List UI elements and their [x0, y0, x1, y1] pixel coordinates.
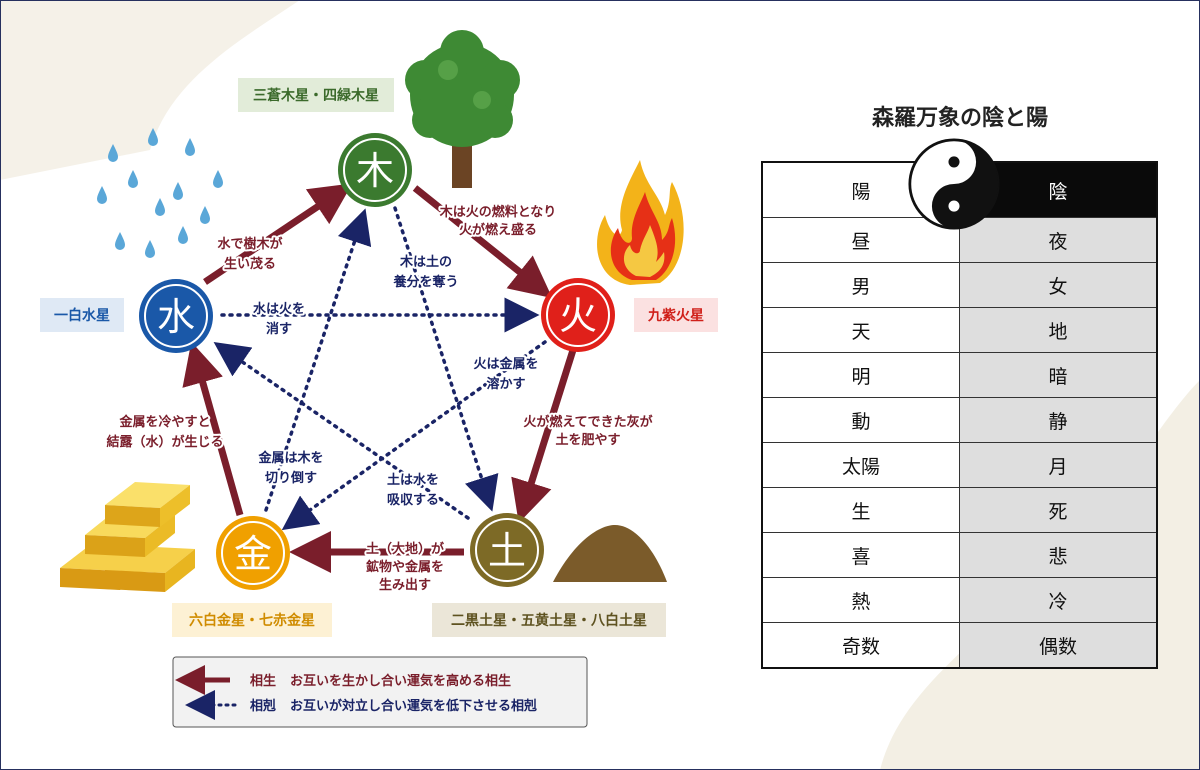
- overcoming-arrow-metal-wood: [264, 208, 372, 512]
- legend-overcoming-desc: お互いが対立し合い運気を低下させる相剋: [290, 698, 537, 714]
- yin-yang-table: 陽 陰 昼夜男女天地明暗動静太陽月生死喜悲熱冷奇数偶数: [761, 161, 1158, 669]
- svg-text:三蒼木星・四緑木星: 三蒼木星・四緑木星: [253, 87, 379, 104]
- overcoming-arrow-fire-metal: [281, 340, 547, 531]
- legend-overcoming-term: 相剋: [250, 698, 276, 714]
- element-metal-char: 金: [234, 532, 272, 576]
- svg-text:二黒土星・五黄土星・八白土星: 二黒土星・五黄土星・八白土星: [451, 612, 647, 629]
- element-wood-char: 木: [356, 149, 394, 193]
- label-metal-water: 金属を冷やすと結露（水）が生じる: [106, 414, 223, 450]
- svg-text:六白金星・七赤金星: 六白金星・七赤金星: [189, 612, 315, 629]
- yang-cell: 太陽: [761, 442, 960, 488]
- label-water-fire: 水は火を消す: [253, 301, 305, 337]
- five-elements-diagram: 木は火の燃料となり火が燃え盛る 火が燃えてできた灰が土を肥やす 土（大地）が鉱物…: [40, 30, 718, 728]
- yin-cell: 悲: [959, 532, 1158, 578]
- yang-cell: 動: [761, 397, 960, 443]
- label-metal-wood: 金属は木を切り倒す: [257, 450, 323, 486]
- generating-arrow-wood-fire: [412, 185, 553, 299]
- generating-arrow-metal-water: [182, 341, 244, 516]
- yin-yang-row: 太陽月: [761, 442, 1158, 488]
- yin-yang-row: 天地: [761, 307, 1158, 353]
- background-shape-bottom-right: [880, 380, 1200, 770]
- yang-cell: 熱: [761, 577, 960, 623]
- yin-cell: 女: [959, 262, 1158, 308]
- yin-cell: 暗: [959, 352, 1158, 398]
- yin-yang-title: 森羅万象の陰と陽: [871, 105, 1048, 131]
- yin-cell: 夜: [959, 217, 1158, 263]
- label-earth-metal: 土（大地）が鉱物や金属を生み出す: [366, 541, 444, 593]
- yang-cell: 生: [761, 487, 960, 533]
- flame-icon: [597, 160, 684, 285]
- tag-water: 一白水星: [40, 298, 124, 332]
- yin-yang-row: 生死: [761, 487, 1158, 533]
- element-metal: 金: [216, 516, 290, 590]
- yin-yang-row: 喜悲: [761, 532, 1158, 578]
- generating-arrows: [182, 183, 577, 573]
- tag-earth: 二黒土星・五黄土星・八白土星: [432, 603, 666, 637]
- overcoming-labels: 木は土の養分を奪う 土は水を吸収する 水は火を消す 火は金属を溶かす 金属は木を…: [251, 252, 541, 510]
- taiji-icon: [908, 138, 1000, 230]
- yang-cell: 明: [761, 352, 960, 398]
- legend-generating-desc: お互いを生かし合い運気を高める相生: [290, 673, 511, 689]
- svg-text:九紫火星: 九紫火星: [647, 307, 704, 324]
- element-earth: 土: [470, 513, 544, 587]
- label-fire-metal: 火は金属を溶かす: [473, 356, 538, 392]
- yang-cell: 奇数: [761, 622, 960, 669]
- element-fire: 火: [541, 278, 615, 352]
- yin-cell: 地: [959, 307, 1158, 353]
- element-water-char: 水: [157, 295, 195, 339]
- generating-arrow-fire-earth: [511, 348, 577, 524]
- overcoming-arrows: [213, 206, 547, 531]
- yang-cell: 昼: [761, 217, 960, 263]
- water-drops-icon: [97, 128, 223, 258]
- label-earth-water: 土は水を吸収する: [387, 472, 439, 508]
- svg-text:一白水星: 一白水星: [54, 307, 110, 324]
- yin-cell: 偶数: [959, 622, 1158, 669]
- background-shape-top: [0, 0, 300, 180]
- overcoming-arrow-earth-water: [213, 342, 470, 520]
- element-water: 水: [139, 279, 213, 353]
- yin-cell: 静: [959, 397, 1158, 443]
- yin-yang-row: 男女: [761, 262, 1158, 308]
- yin-yang-row: 昼夜: [761, 217, 1158, 263]
- tag-metal: 六白金星・七赤金星: [172, 603, 332, 637]
- yang-cell: 男: [761, 262, 960, 308]
- yang-cell: 喜: [761, 532, 960, 578]
- yin-yang-row: 奇数偶数: [761, 622, 1158, 669]
- yin-cell: 月: [959, 442, 1158, 488]
- element-earth-char: 土: [488, 529, 526, 573]
- label-wood-fire: 木は火の燃料となり火が燃え盛る: [439, 204, 557, 238]
- yin-cell: 死: [959, 487, 1158, 533]
- label-water-wood: 水で樹木が生い茂る: [217, 236, 282, 272]
- label-fire-earth: 火が燃えてできた灰が土を肥やす: [523, 414, 652, 448]
- yin-yang-row: 動静: [761, 397, 1158, 443]
- tag-fire: 九紫火星: [634, 298, 718, 332]
- yin-yang-row: 明暗: [761, 352, 1158, 398]
- legend: 相生 お互いを生かし合い運気を高める相生 相剋 お互いが対立し合い運気を低下させ…: [172, 656, 588, 728]
- overcoming-arrow-wood-earth: [393, 206, 499, 512]
- element-wood: 木: [338, 133, 412, 207]
- generating-arrow-water-wood: [203, 183, 353, 285]
- yang-cell: 天: [761, 307, 960, 353]
- mound-icon: [553, 525, 667, 582]
- legend-generating-term: 相生: [250, 673, 276, 689]
- label-wood-earth: 木は土の養分を奪う: [392, 254, 458, 290]
- tree-icon: [405, 30, 520, 188]
- yin-yang-row: 熱冷: [761, 577, 1158, 623]
- element-fire-char: 火: [559, 294, 597, 338]
- yin-cell: 冷: [959, 577, 1158, 623]
- tag-wood: 三蒼木星・四緑木星: [238, 78, 394, 112]
- generating-labels: 木は火の燃料となり火が燃え盛る 火が燃えてできた灰が土を肥やす 土（大地）が鉱物…: [104, 202, 654, 595]
- gold-bars-icon: [60, 482, 195, 592]
